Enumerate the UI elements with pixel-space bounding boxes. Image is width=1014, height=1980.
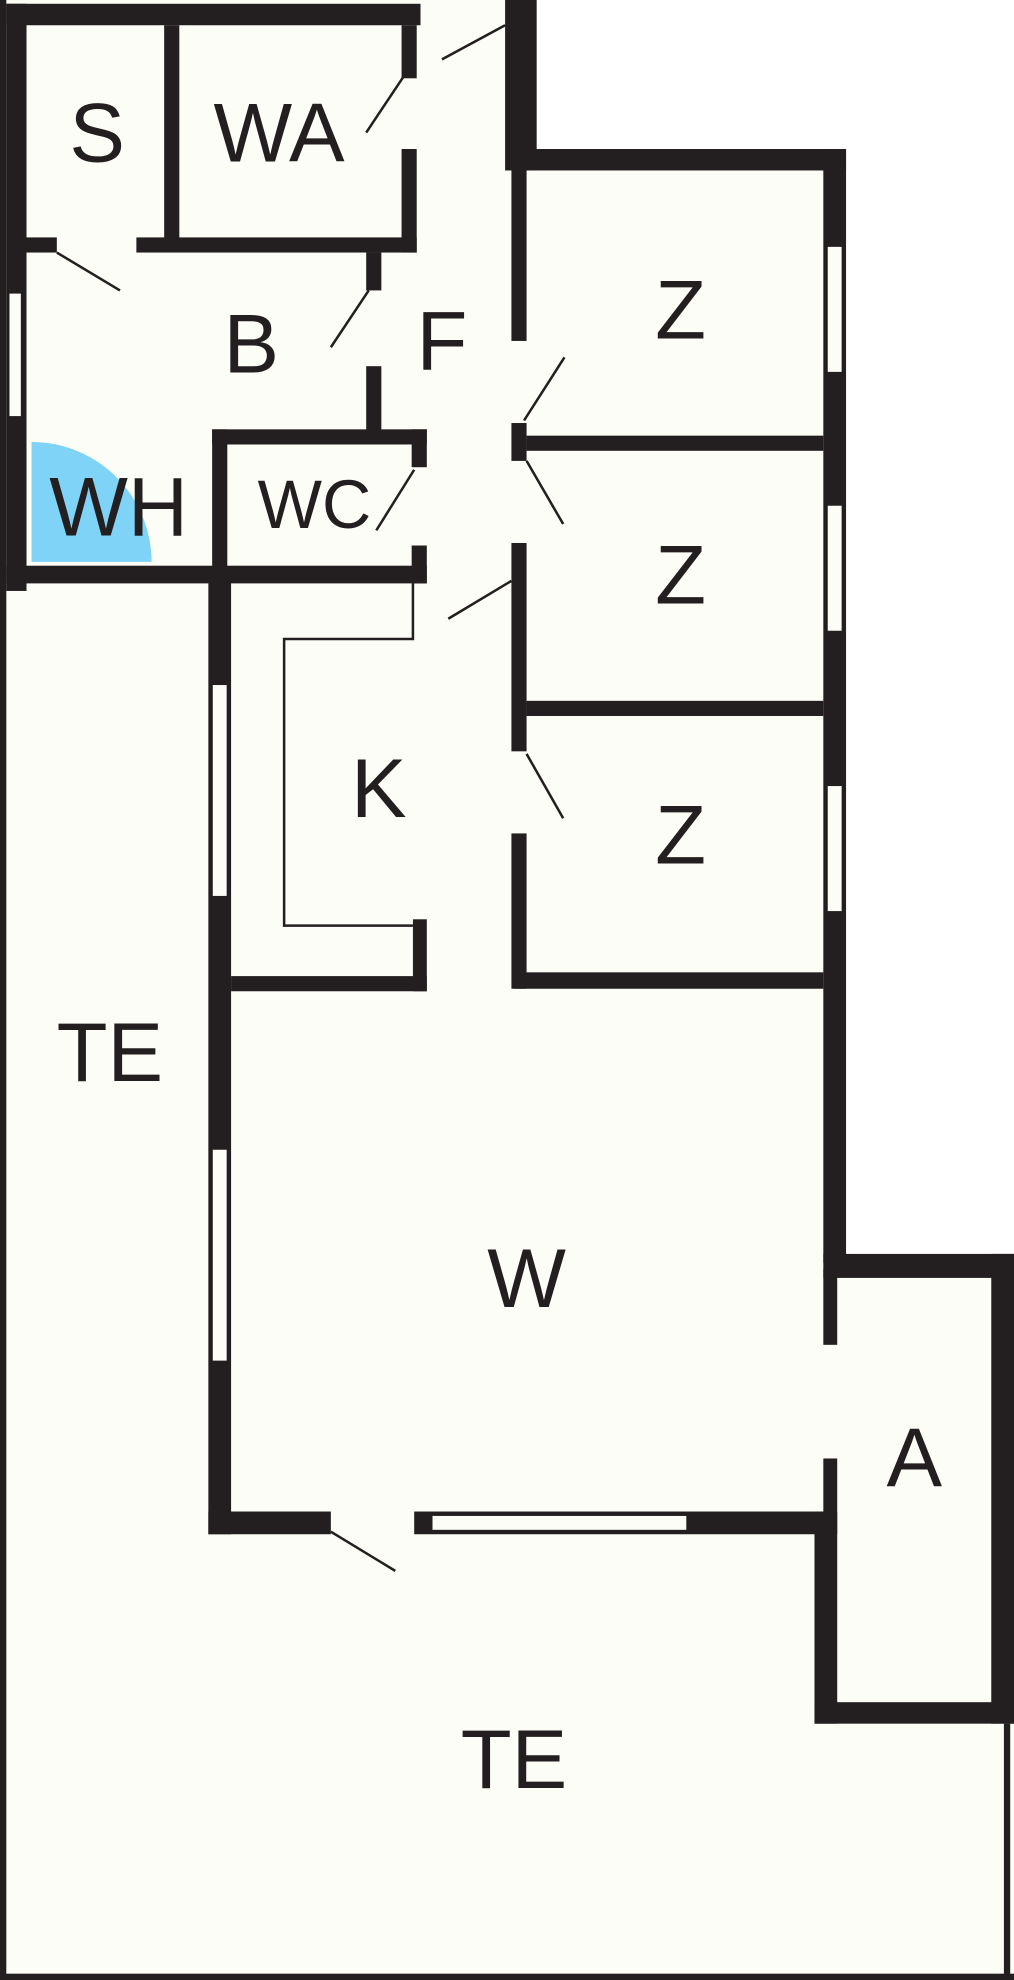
room-label-te-left: TE (57, 1006, 163, 1099)
door-swings (56, 24, 566, 1572)
room-label-te-bottom: TE (461, 1713, 567, 1806)
room-label-a: A (886, 1411, 942, 1504)
room-label-w: W (487, 1232, 566, 1325)
room-label-z-1: Z (655, 263, 706, 356)
room-label-b: B (223, 298, 279, 391)
room-label-f: F (417, 295, 468, 388)
room-label-wa: WA (214, 87, 346, 180)
room-labels: S WA B F WH WC Z Z Z K TE W A TE (49, 87, 942, 1806)
walls (6, 0, 1014, 1724)
room-label-k: K (351, 742, 407, 835)
room-label-wh: WH (49, 460, 188, 553)
room-label-s: S (69, 87, 125, 180)
heater-quarter-circle (31, 441, 152, 562)
room-label-wc: WC (258, 467, 372, 543)
windows (8, 245, 843, 1532)
room-label-z-3: Z (655, 789, 706, 882)
room-label-z-2: Z (655, 529, 706, 622)
